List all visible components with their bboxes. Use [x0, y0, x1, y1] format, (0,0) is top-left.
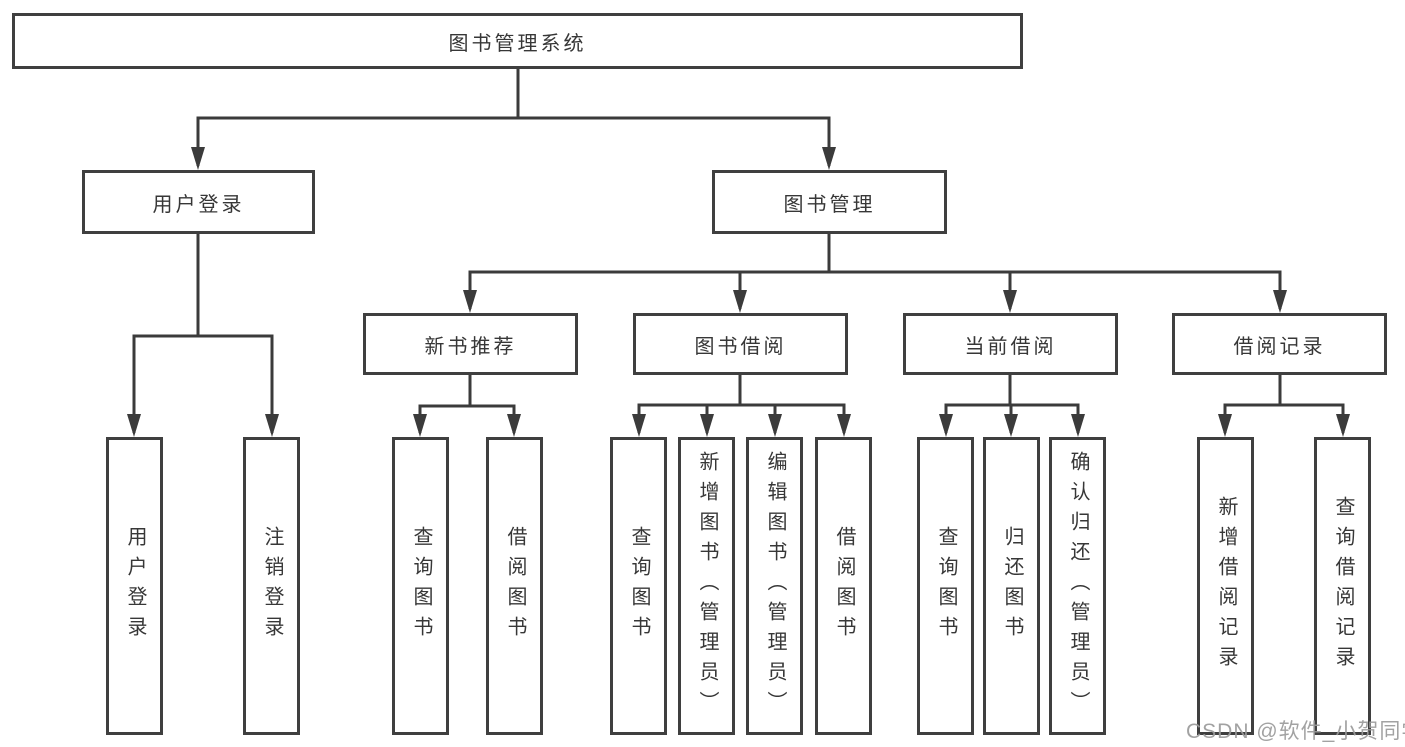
leaf-label: 新增图书（管理员） — [696, 451, 718, 721]
leaf-edit-book-admin: 编辑图书（管理员） — [746, 437, 803, 735]
leaf-label: 新增借阅记录 — [1215, 496, 1237, 676]
node-current-borrowing: 当前借阅 — [903, 313, 1118, 375]
leaf-label: 查询借阅记录 — [1332, 496, 1354, 676]
leaf-label: 查询图书 — [935, 526, 957, 646]
leaf-add-borrow-record: 新增借阅记录 — [1197, 437, 1254, 735]
node-user-login: 用户登录 — [82, 170, 315, 234]
leaf-logout-login: 注销登录 — [243, 437, 300, 735]
node-borrowing-records: 借阅记录 — [1172, 313, 1387, 375]
leaf-query-books-current: 查询图书 — [917, 437, 974, 735]
leaf-user-login: 用户登录 — [106, 437, 163, 735]
leaf-return-books: 归还图书 — [983, 437, 1040, 735]
csdn-watermark: CSDN @软件_小贺同学 — [1186, 720, 1405, 743]
node-library-management-system: 图书管理系统 — [12, 13, 1023, 69]
leaf-label: 归还图书 — [1001, 526, 1023, 646]
node-new-book-recommendation: 新书推荐 — [363, 313, 578, 375]
leaf-label: 注销登录 — [261, 526, 283, 646]
leaf-add-book-admin: 新增图书（管理员） — [678, 437, 735, 735]
leaf-label: 用户登录 — [124, 526, 146, 646]
leaf-label: 借阅图书 — [833, 526, 855, 646]
leaf-query-books-recommend: 查询图书 — [392, 437, 449, 735]
leaf-label: 查询图书 — [628, 526, 650, 646]
node-book-management: 图书管理 — [712, 170, 947, 234]
leaf-confirm-return-admin: 确认归还（管理员） — [1049, 437, 1106, 735]
leaf-borrow-books: 借阅图书 — [815, 437, 872, 735]
leaf-label: 确认归还（管理员） — [1067, 451, 1089, 721]
leaf-label: 查询图书 — [410, 526, 432, 646]
leaf-label: 编辑图书（管理员） — [764, 451, 786, 721]
node-book-borrowing: 图书借阅 — [633, 313, 848, 375]
arrowheads — [127, 147, 1350, 437]
leaf-label: 借阅图书 — [504, 526, 526, 646]
leaf-borrow-books-recommend: 借阅图书 — [486, 437, 543, 735]
leaf-query-books-borrowing: 查询图书 — [610, 437, 667, 735]
leaf-query-borrow-record: 查询借阅记录 — [1314, 437, 1371, 735]
